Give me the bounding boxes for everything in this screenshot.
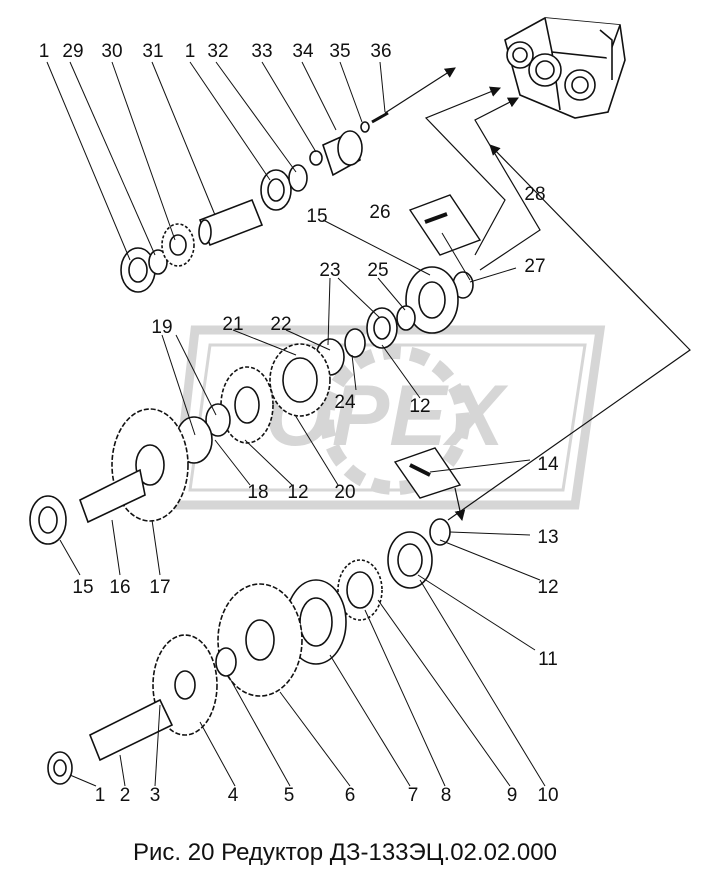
callout-26: 26 <box>369 202 390 223</box>
callout-25: 25 <box>367 260 388 281</box>
callout-29: 29 <box>62 41 83 62</box>
callout-14: 14 <box>537 454 559 475</box>
bolt-box-26 <box>408 194 482 256</box>
callout-16: 16 <box>109 577 130 598</box>
leader-lines <box>46 61 546 787</box>
callout-1b: 1 <box>185 41 196 62</box>
callout-13: 13 <box>537 527 558 548</box>
callout-15b: 15 <box>72 577 93 598</box>
callout-31: 31 <box>142 41 163 62</box>
callout-12c: 12 <box>537 577 558 598</box>
callout-1c: 1 <box>95 785 106 806</box>
callout-18: 18 <box>247 482 268 503</box>
callout-33: 33 <box>251 41 272 62</box>
callout-2: 2 <box>120 785 131 806</box>
figure-caption: Рис. 20 Редуктор ДЗ-133ЭЦ.02.02.000 <box>133 839 557 866</box>
callout-5: 5 <box>284 785 295 806</box>
gearbox-housing <box>504 17 626 119</box>
callout-6: 6 <box>345 785 356 806</box>
callout-36: 36 <box>370 41 391 62</box>
callout-22: 22 <box>270 314 291 335</box>
callout-12b: 12 <box>287 482 308 503</box>
callout-21: 21 <box>222 314 243 335</box>
callout-9: 9 <box>507 785 518 806</box>
callout-30: 30 <box>101 41 122 62</box>
callout-35: 35 <box>329 41 350 62</box>
output-shaft-assembly <box>47 518 451 785</box>
callout-labels: 1 29 30 31 1 32 33 34 35 36 28 26 15 27 … <box>39 41 559 806</box>
callout-7: 7 <box>408 785 419 806</box>
callout-10: 10 <box>537 785 558 806</box>
callout-27: 27 <box>524 256 545 277</box>
callout-3: 3 <box>150 785 161 806</box>
assembly-arrows <box>384 67 691 522</box>
callout-23: 23 <box>319 260 340 281</box>
callout-32: 32 <box>207 41 228 62</box>
callout-8: 8 <box>441 785 452 806</box>
callout-28: 28 <box>524 184 545 205</box>
callout-12a: 12 <box>409 396 430 417</box>
callout-20: 20 <box>334 482 355 503</box>
callout-19: 19 <box>151 317 172 338</box>
intermediate-shaft-assembly <box>29 266 474 545</box>
callout-15a: 15 <box>306 206 327 227</box>
callout-24: 24 <box>334 392 356 413</box>
callout-34: 34 <box>292 41 314 62</box>
bolt-box-14 <box>393 447 462 499</box>
callout-4: 4 <box>228 785 239 806</box>
input-shaft-assembly <box>120 111 389 293</box>
callout-17: 17 <box>149 577 170 598</box>
callout-11: 11 <box>538 649 558 670</box>
callout-1a: 1 <box>39 41 50 62</box>
